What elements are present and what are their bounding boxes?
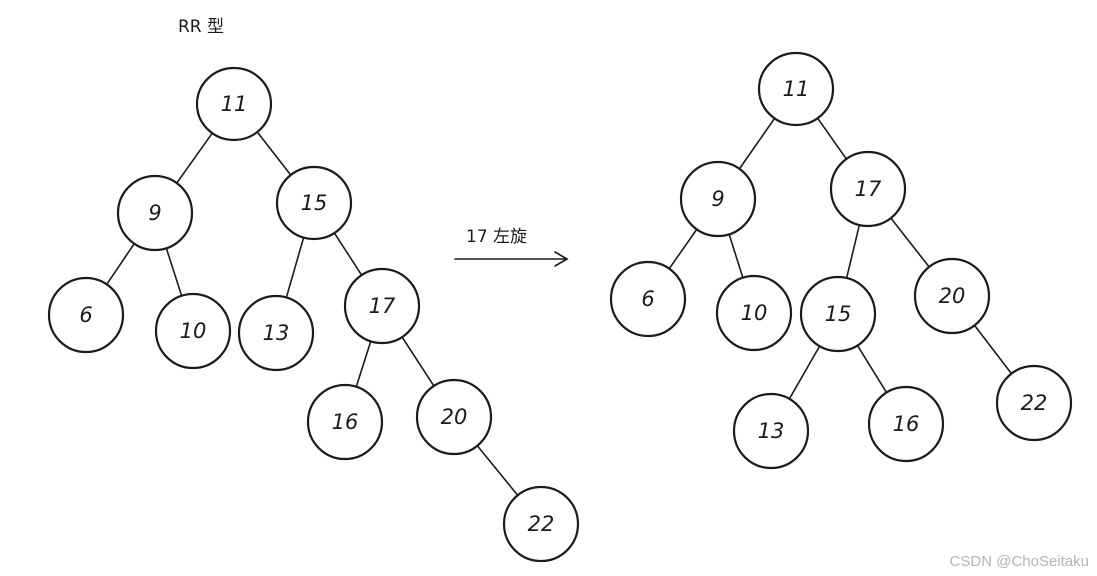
node-circle — [829, 150, 907, 228]
node-label: 10 — [180, 319, 207, 343]
diagram-title: RR 型 — [178, 17, 224, 37]
node-label: 15 — [301, 191, 328, 215]
node-circle — [275, 165, 353, 241]
tree-node-6: 6 — [609, 260, 687, 338]
node-label: 9 — [711, 187, 724, 211]
tree-node-11: 11 — [195, 66, 273, 142]
edge-15-17 — [334, 233, 362, 276]
edge-20-22 — [974, 325, 1012, 374]
tree-node-9: 9 — [679, 160, 757, 238]
node-circle — [502, 485, 580, 563]
tree-node-22: 22 — [995, 364, 1073, 442]
node-circle — [47, 276, 125, 354]
node-label: 17 — [369, 294, 396, 318]
watermark: CSDN @ChoSeitaku — [949, 553, 1089, 570]
node-circle — [913, 257, 991, 335]
node-label: 16 — [893, 412, 920, 436]
node-label: 22 — [1021, 391, 1048, 415]
tree-node-16: 16 — [306, 383, 384, 461]
tree-node-13: 13 — [237, 294, 315, 372]
node-circle — [116, 174, 194, 252]
edge-11-15 — [257, 131, 291, 176]
tree-node-6: 6 — [47, 276, 125, 354]
node-label: 20 — [939, 284, 966, 308]
node-label: 20 — [441, 405, 468, 429]
node-label: 16 — [332, 410, 359, 434]
tree-node-15: 15 — [275, 165, 353, 241]
node-label: 22 — [528, 512, 555, 536]
edge-9-10 — [165, 248, 183, 296]
node-circle — [799, 275, 877, 353]
node-label: 9 — [148, 201, 161, 225]
node-circle — [237, 294, 315, 372]
tree-node-15: 15 — [799, 275, 877, 353]
edge-15-13 — [789, 346, 820, 399]
node-circle — [195, 66, 273, 142]
node-circle — [732, 392, 810, 470]
edge-17-15 — [846, 225, 860, 278]
tree-before-rotation: 11 9 15 6 10 13 17 16 20 22 — [47, 66, 580, 563]
tree-node-9: 9 — [116, 174, 194, 252]
node-label: 13 — [263, 321, 290, 345]
tree-node-10: 10 — [715, 274, 793, 352]
node-label: 11 — [783, 77, 810, 101]
node-label: 11 — [221, 92, 248, 116]
tree-node-17: 17 — [343, 267, 421, 345]
tree-node-20: 20 — [913, 257, 991, 335]
node-label: 13 — [758, 419, 785, 443]
node-circle — [715, 274, 793, 352]
tree-node-10: 10 — [154, 292, 232, 370]
node-circle — [867, 385, 945, 463]
rotation-arrow — [454, 251, 569, 267]
node-label: 10 — [741, 301, 768, 325]
edge-9-10 — [728, 234, 744, 278]
node-circle — [995, 364, 1073, 442]
edge-20-22 — [477, 445, 518, 496]
node-circle — [306, 383, 384, 461]
tree-node-22: 22 — [502, 485, 580, 563]
edge-9-6 — [106, 243, 135, 285]
edge-11-17 — [817, 118, 847, 159]
edge-11-9 — [176, 133, 213, 184]
tree-node-13: 13 — [732, 392, 810, 470]
node-circle — [154, 292, 232, 370]
edge-17-20 — [401, 337, 435, 386]
edge-17-20 — [890, 218, 930, 267]
node-circle — [609, 260, 687, 338]
edge-11-9 — [739, 118, 775, 169]
edge-15-13 — [285, 237, 305, 298]
tree-node-17: 17 — [829, 150, 907, 228]
edge-15-16 — [857, 345, 887, 393]
node-circle — [757, 51, 835, 127]
node-label: 6 — [641, 287, 654, 311]
tree-after-rotation: 11 9 17 6 10 15 20 13 16 22 — [609, 51, 1073, 470]
rotation-label: 17 左旋 — [466, 227, 527, 247]
edge-9-6 — [668, 229, 698, 269]
tree-node-16: 16 — [867, 385, 945, 463]
node-circle — [343, 267, 421, 345]
tree-node-20: 20 — [415, 378, 493, 456]
node-circle — [679, 160, 757, 238]
node-circle — [415, 378, 493, 456]
tree-node-11: 11 — [757, 51, 835, 127]
node-label: 17 — [855, 177, 882, 201]
node-label: 15 — [825, 302, 852, 326]
node-label: 6 — [79, 303, 92, 327]
edge-17-16 — [355, 341, 372, 387]
